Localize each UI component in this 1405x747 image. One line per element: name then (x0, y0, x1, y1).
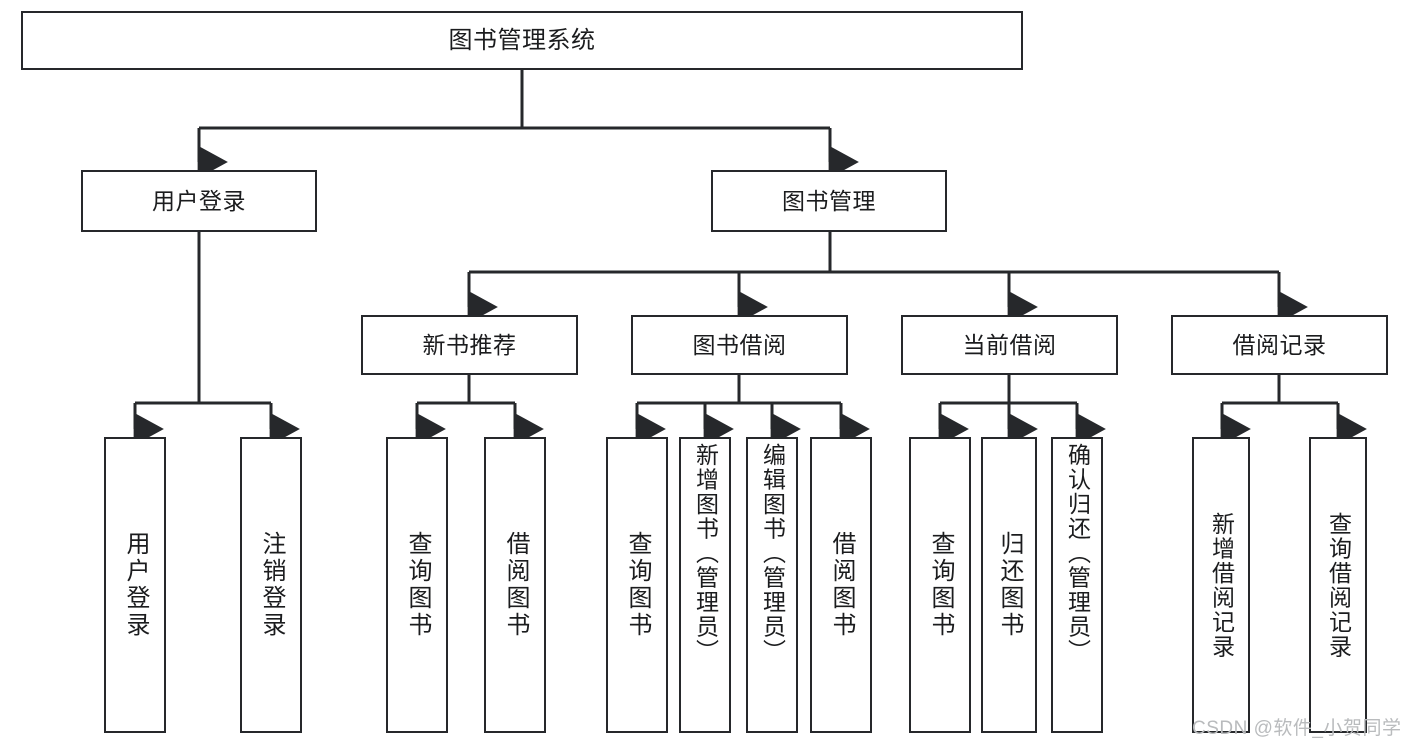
node-label: 查询图书 (624, 531, 651, 639)
node-borrow-record[interactable]: 借阅记录 (1171, 315, 1388, 375)
leaf-return-book[interactable]: 归还图书 (981, 437, 1037, 733)
node-book-management[interactable]: 图书管理 (711, 170, 947, 232)
leaf-query-borrow-record[interactable]: 查询借阅记录 (1309, 437, 1367, 733)
leaf-confirm-return-admin[interactable]: 确认归还（管理员） (1051, 437, 1103, 733)
node-book-borrow[interactable]: 图书借阅 (631, 315, 848, 375)
node-label: 图书管理 (782, 187, 876, 214)
leaf-query-book-recommend[interactable]: 查询图书 (386, 437, 448, 733)
node-label: 借阅图书 (828, 531, 855, 639)
leaf-user-login[interactable]: 用户登录 (104, 437, 166, 733)
node-current-borrow[interactable]: 当前借阅 (901, 315, 1118, 375)
node-label: 借阅图书 (502, 531, 529, 639)
leaf-add-book-admin[interactable]: 新增图书（管理员） (679, 437, 731, 733)
node-label: 新增借阅记录 (1208, 511, 1235, 659)
leaf-query-book-current[interactable]: 查询图书 (909, 437, 971, 733)
leaf-borrow-book[interactable]: 借阅图书 (810, 437, 872, 733)
node-label: 新书推荐 (422, 331, 517, 358)
leaf-query-book-borrow[interactable]: 查询图书 (606, 437, 668, 733)
node-user-login[interactable]: 用户登录 (81, 170, 317, 232)
node-label: 当前借阅 (962, 331, 1057, 358)
leaf-user-logout[interactable]: 注销登录 (240, 437, 302, 733)
node-label: 用户登录 (122, 531, 149, 639)
node-label: 查询图书 (927, 531, 954, 639)
node-label: 编辑图书（管理员） (759, 443, 786, 664)
node-label: 新增图书（管理员） (692, 443, 719, 664)
node-label: 查询借阅记录 (1325, 511, 1352, 659)
node-new-book-recommend[interactable]: 新书推荐 (361, 315, 578, 375)
node-label: 图书借阅 (692, 331, 787, 358)
csdn-watermark: CSDN @软件_小贺同学 (1192, 718, 1402, 739)
node-label: 归还图书 (996, 531, 1023, 639)
leaf-borrow-book-recommend[interactable]: 借阅图书 (484, 437, 546, 733)
node-label: 图书管理系统 (448, 26, 596, 54)
leaf-edit-book-admin[interactable]: 编辑图书（管理员） (746, 437, 798, 733)
node-label: 查询图书 (404, 531, 431, 639)
node-label: 借阅记录 (1232, 331, 1327, 358)
leaf-add-borrow-record[interactable]: 新增借阅记录 (1192, 437, 1250, 733)
node-label: 用户登录 (152, 187, 246, 214)
node-root-book-management-system[interactable]: 图书管理系统 (21, 11, 1023, 70)
node-label: 注销登录 (258, 531, 285, 639)
node-label: 确认归还（管理员） (1064, 443, 1091, 664)
